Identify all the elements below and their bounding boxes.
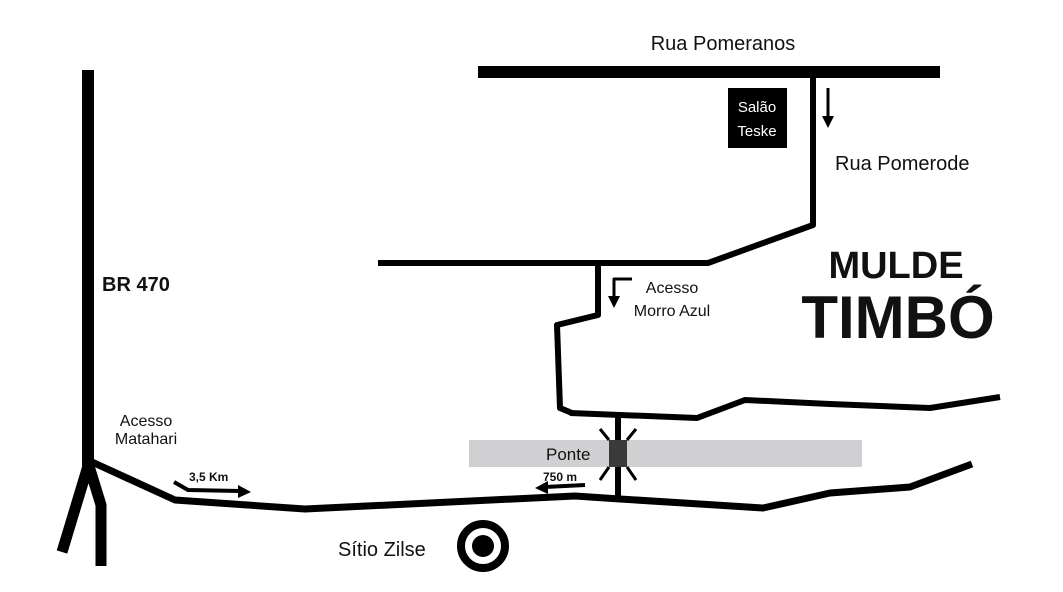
label-3-5km: 3,5 Km (189, 470, 228, 484)
label-sitio-zilse: Sítio Zilse (338, 539, 426, 561)
road-br470 (56, 70, 107, 566)
road-morro-azul (554, 263, 601, 416)
salao-teske-marker (728, 88, 787, 148)
label-ponte: Ponte (546, 445, 590, 464)
arrow-down-icon (822, 88, 834, 128)
salao-label-2: Teske (737, 123, 776, 140)
label-acesso-morro-1: Acesso (646, 280, 699, 297)
label-acesso-matahari-2: Matahari (115, 431, 177, 448)
road-river-upper (569, 394, 1001, 421)
label-acesso-matahari-1: Acesso (120, 413, 173, 430)
label-750m: 750 m (543, 470, 577, 484)
river-band (469, 440, 862, 467)
road-cross (378, 72, 816, 266)
arrow-turn-down-icon (608, 277, 632, 308)
label-timbo: TIMBÓ (801, 284, 994, 351)
label-br470: BR 470 (102, 274, 170, 296)
arrow-left-icon (535, 481, 586, 494)
label-acesso-morro-2: Morro Azul (634, 303, 710, 320)
bridge-icon (598, 415, 638, 499)
label-rua-pomeranos: Rua Pomeranos (651, 33, 796, 55)
destination-target-icon (457, 520, 509, 572)
label-mulde: MULDE (828, 245, 963, 287)
salao-label-1: Salão (738, 99, 776, 116)
label-rua-pomerode: Rua Pomerode (835, 153, 970, 175)
arrow-right-icon (173, 480, 251, 498)
